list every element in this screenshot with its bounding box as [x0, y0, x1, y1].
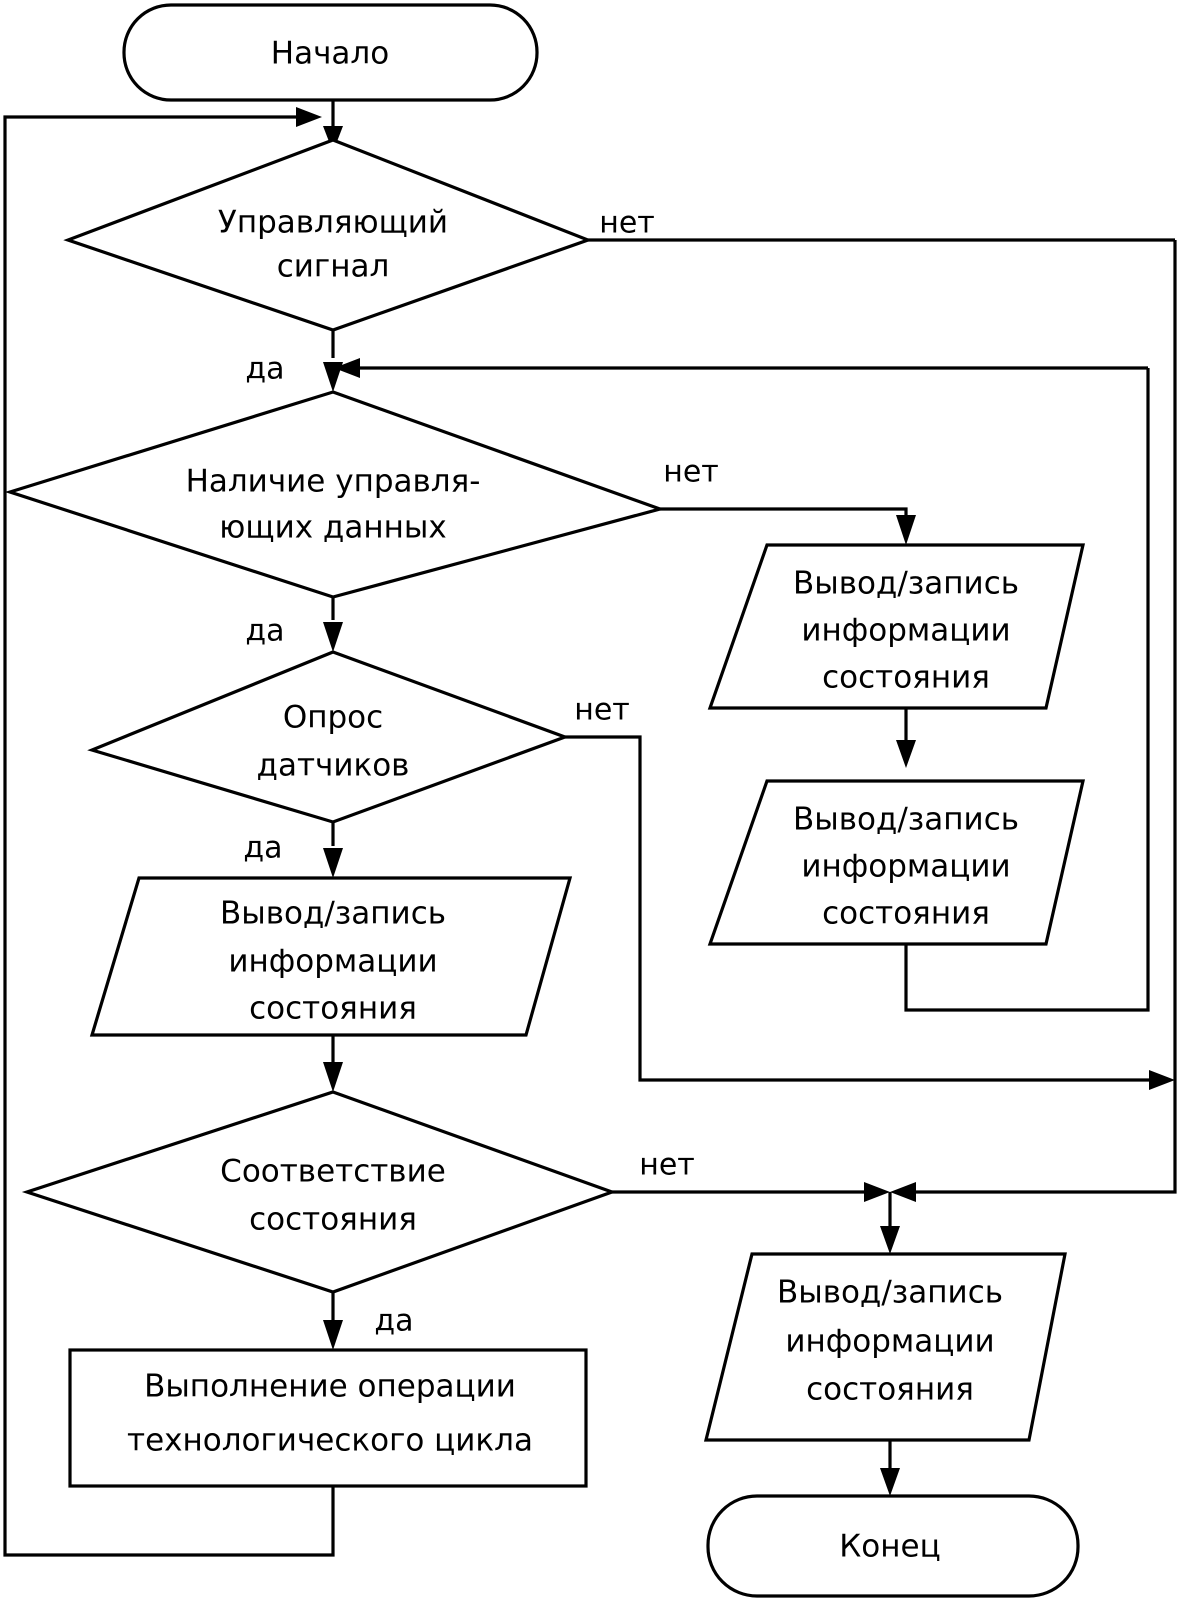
arrowhead-d4-to-proc: [323, 1320, 343, 1350]
node-decision-sensor-poll-label-line1: Опрос: [283, 700, 383, 736]
arrowhead-io3-to-d4: [323, 1062, 343, 1092]
node-io-status-output-4-line3: состояния: [806, 1372, 974, 1408]
node-decision-control-data-label-line1: Наличие управля-: [186, 464, 481, 500]
node-decision-sensor-poll[interactable]: [87, 650, 570, 824]
edge-label-d2-no: нет: [663, 455, 719, 490]
node-io-status-output-2[interactable]: [707, 779, 1086, 946]
node-process-tech-cycle[interactable]: [68, 1348, 588, 1488]
node-decision-state-match[interactable]: [21, 1090, 617, 1294]
node-end-terminator[interactable]: [706, 1494, 1080, 1598]
arrowhead-right-rail-junction: [890, 1182, 916, 1202]
edge-label-d1-no: нет: [599, 206, 655, 241]
arrowhead-d3-no-to-rail: [1149, 1070, 1175, 1090]
node-io-status-output-3-line1: Вывод/запись: [220, 896, 446, 932]
node-decision-state-match-line1: Соответствие: [220, 1154, 446, 1190]
connector-d2-no: [660, 507, 908, 522]
node-io-status-output-2-line1: Вывод/запись: [793, 802, 1019, 838]
connector-right-rail-to-junction: [902, 240, 1177, 1194]
node-decision-control-signal-label-line1: Управляющий: [218, 205, 448, 241]
arrowhead-loop-into-d1: [296, 107, 322, 127]
node-decision-control-signal-label-line2: сигнал: [277, 249, 390, 285]
arrowhead-d2-no-to-io1: [896, 515, 916, 545]
arrowhead-d3-to-io3: [323, 848, 343, 878]
node-io-status-output-1[interactable]: [707, 543, 1086, 710]
edge-label-d4-yes: да: [374, 1304, 413, 1339]
edge-label-d4-no: нет: [639, 1148, 695, 1183]
arrowhead-io1-to-io2: [896, 740, 916, 768]
edge-label-d3-no: нет: [574, 693, 630, 728]
arrowhead-d2-to-d3: [323, 622, 343, 652]
edge-label-d3-yes: да: [243, 831, 282, 866]
node-io-status-output-3-line2: информации: [228, 944, 437, 980]
arrowhead-junction-to-io4: [880, 1226, 900, 1254]
node-decision-control-data-label-line2: ющих данных: [219, 510, 446, 546]
node-decision-control-signal[interactable]: [63, 138, 593, 332]
node-process-tech-cycle-line1: Выполнение операции: [144, 1369, 516, 1405]
connector-d3-no: [565, 735, 1163, 1082]
node-io-status-output-1-line3: состояния: [822, 660, 990, 696]
node-start-label: Начало: [271, 36, 389, 72]
connector-io2-to-inner-rail: [904, 368, 1150, 1012]
edge-label-d1-yes: да: [245, 352, 284, 387]
node-io-status-output-2-line3: состояния: [822, 896, 990, 932]
node-io-status-output-4[interactable]: [703, 1252, 1067, 1442]
arrowhead-inner-rail-into-d2: [334, 358, 360, 378]
arrowhead-d4-no-junction: [864, 1182, 890, 1202]
node-io-status-output-4-line1: Вывод/запись: [777, 1275, 1003, 1311]
node-io-status-output-4-line2: информации: [785, 1324, 994, 1360]
node-io-status-output-1-line1: Вывод/запись: [793, 566, 1019, 602]
node-decision-sensor-poll-label-line2: датчиков: [257, 748, 410, 784]
node-process-tech-cycle-line2: технологического цикла: [127, 1423, 533, 1459]
node-io-status-output-1-line2: информации: [801, 613, 1010, 649]
node-io-status-output-2-line2: информации: [801, 849, 1010, 885]
node-io-status-output-3[interactable]: [89, 876, 573, 1037]
node-start-terminator[interactable]: [122, 3, 539, 102]
node-decision-state-match-line2: состояния: [249, 1202, 417, 1238]
arrowhead-io4-to-end: [880, 1468, 900, 1496]
connector-proc-loop-back: [3, 115, 335, 1557]
edge-label-d2-yes: да: [245, 614, 284, 649]
node-decision-control-data[interactable]: [4, 390, 666, 599]
node-io-status-output-3-line3: состояния: [249, 991, 417, 1027]
node-end-label: Конец: [839, 1529, 940, 1565]
